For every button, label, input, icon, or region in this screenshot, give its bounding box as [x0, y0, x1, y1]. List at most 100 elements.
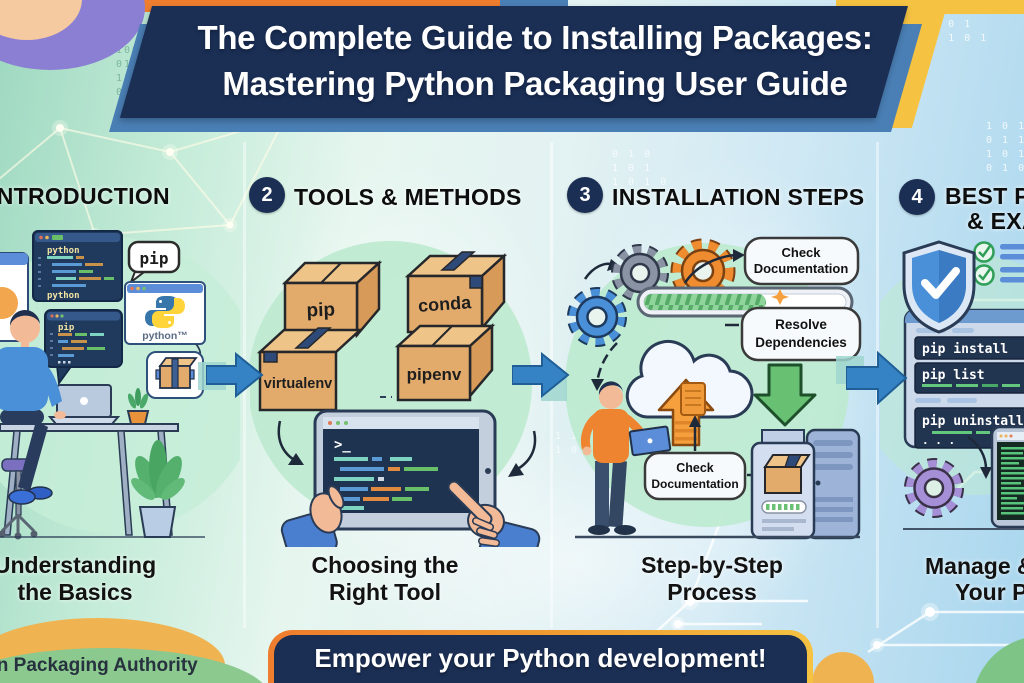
footer-banner: Empower your Python development!: [268, 630, 813, 683]
section-title-introduction: INTRODUCTION: [0, 183, 170, 209]
section-title-best-line1: BEST PRACTICES: [945, 183, 1024, 209]
caption-introduction: Understanding the Basics: [0, 552, 205, 606]
caption-line: Right Tool: [329, 579, 441, 605]
section-badge-2: 2: [249, 177, 285, 213]
line-numbers: [50, 333, 53, 356]
package-box-icon: [763, 454, 811, 494]
section-title-installation: INSTALLATION STEPS: [612, 184, 865, 210]
caption-tools: Choosing the Right Tool: [265, 552, 505, 606]
held-laptop: [628, 425, 672, 457]
partial-browser-window: [0, 252, 29, 342]
tablet-with-hands: >_: [280, 409, 541, 547]
arrowhead: [508, 463, 524, 477]
tools-illustration: pip conda virtualenv pipenv: [250, 241, 541, 547]
bubble-text: Documentation: [754, 261, 849, 276]
mini-terminal-device: [990, 425, 1024, 529]
terminal-code-lines: [334, 457, 438, 510]
curved-arrow: [967, 435, 988, 470]
window-dot: [344, 421, 348, 425]
editor-footer-label: python: [47, 291, 80, 301]
caption-line: Process: [667, 579, 757, 605]
window-dot: [336, 421, 340, 425]
editor-label: pip: [58, 322, 75, 333]
binary-texture: 1 0 1 0 1 1 1 1 0 1 1 0 1 0: [986, 121, 1024, 174]
green-down-arrow: [753, 363, 817, 427]
line-numbers: [38, 257, 41, 287]
pip-speech-bubble: pip: [127, 240, 181, 285]
python-logo-icon: [145, 296, 185, 328]
check-documentation-bubble-bottom: Check Documentation: [643, 451, 747, 501]
command-output-lines: [922, 384, 1020, 387]
python-logo-window: python™: [124, 281, 206, 345]
bubble-text: Check: [781, 245, 821, 260]
header-title-line2: Mastering Python Packaging User Guide: [222, 65, 848, 102]
resolve-dependencies-bubble: Resolve Dependencies: [740, 306, 862, 362]
cardboard-box-virtualenv: virtualenv: [256, 327, 364, 412]
intro-illustration: python python pip: [0, 230, 240, 540]
window-dot: [136, 286, 140, 291]
developer-at-desk: [0, 309, 205, 540]
caption-line: Step-by-Step: [641, 552, 783, 578]
footer-banner-text: Empower your Python development!: [274, 635, 807, 683]
box-label-virtualenv: virtualenv: [264, 376, 333, 392]
flow-arrow-1: [206, 352, 264, 398]
command-pip-uninstall: pip uninstall: [922, 414, 1024, 429]
bubble-text: Dependencies: [755, 335, 847, 350]
terminal-prompt: >_: [334, 437, 351, 453]
gear-purple-icon: [904, 458, 964, 518]
tablet-camera: [485, 468, 491, 474]
caption-line: Understanding: [0, 552, 157, 578]
code-lines: [47, 256, 114, 287]
window-dot: [39, 235, 43, 240]
caption-best-line1: Manage &: [925, 553, 1024, 579]
command-row: [914, 336, 1024, 360]
caption-best-line2: Your Packages: [955, 579, 1024, 605]
steps-illustration: Check Documentation Resolve Dependencies: [565, 236, 862, 540]
caption-line: Choosing the: [311, 552, 459, 578]
box-label-pip: pip: [306, 300, 335, 322]
flow-arrow-3: [846, 350, 908, 406]
section-badge-4: 4: [899, 179, 935, 215]
window-dot: [45, 235, 49, 240]
caption-line: the Basics: [17, 579, 133, 605]
gear-blue-icon: [567, 287, 627, 347]
package-box-card: [146, 351, 204, 399]
code-lines: [58, 333, 105, 364]
arrowhead: [733, 249, 745, 262]
green-code-lines: [1001, 447, 1024, 515]
check-circle-icon: [973, 241, 995, 263]
sparkle-icon: [771, 289, 789, 305]
section-title-best-line2: & EXAMPLES: [967, 208, 1024, 234]
arrowhead: [689, 415, 701, 427]
command-more: . . .: [922, 434, 955, 447]
section-title-tools: TOOLS & METHODS: [294, 184, 522, 210]
window-dot: [130, 286, 134, 291]
package-server-device: [750, 428, 861, 540]
window-dot: [328, 421, 332, 425]
box-label-conda: conda: [417, 292, 472, 316]
binary-texture: 0 1 0 1 0 1 1 0 1 0: [612, 149, 669, 188]
arrowhead: [288, 453, 304, 465]
cardboard-box-pip: pip: [281, 260, 383, 339]
checkmark: [921, 267, 960, 299]
editor-label: python: [47, 246, 80, 256]
command-output-lines: [932, 431, 990, 434]
package-box-icon: [155, 357, 198, 389]
box-label-pipenv: pipenv: [407, 365, 462, 384]
check-documentation-bubble-top: Check Documentation: [743, 236, 860, 286]
arrowhead: [980, 467, 992, 479]
caption-steps: Step-by-Step Process: [592, 552, 832, 606]
python-brand-label: python™: [142, 330, 188, 342]
pip-bubble-label: pip: [140, 249, 169, 268]
security-shield-icon: [902, 240, 976, 334]
check-circle-icon: [973, 264, 995, 286]
section-badge-3: 3: [567, 177, 603, 213]
bubble-text: Check: [676, 461, 714, 475]
curved-arrow: [595, 342, 618, 384]
checklist: [973, 241, 1024, 286]
arrowhead: [591, 379, 604, 391]
window-dot: [142, 286, 146, 291]
best-practices-illustration: pip install pip list pip uninstall . . .: [880, 240, 1024, 530]
code-editor-window-python: python python: [32, 230, 123, 302]
